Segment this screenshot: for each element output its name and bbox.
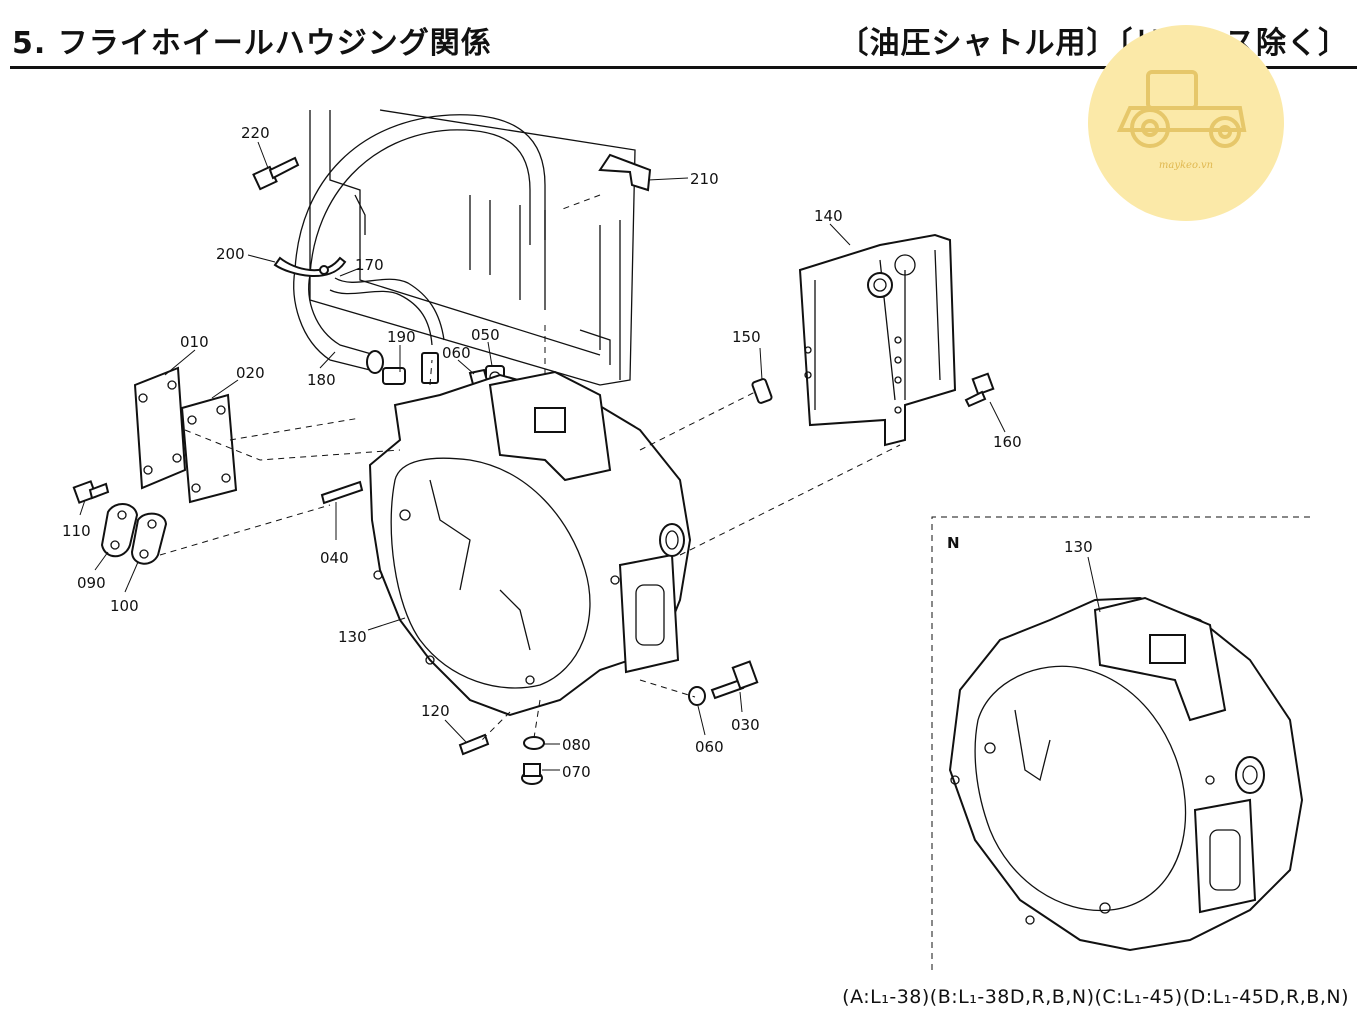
label-020: 020 [236, 364, 265, 382]
label-120: 120 [421, 702, 450, 720]
part-labels: 220 210 200 170 180 190 060 050 010 020 … [62, 124, 1093, 781]
part-060-washer [688, 686, 706, 706]
inset-frame [931, 516, 1315, 970]
label-050: 050 [471, 326, 500, 344]
part-110-bolt [72, 480, 110, 504]
label-090: 090 [77, 574, 106, 592]
part-220-bolt [252, 156, 300, 191]
part-140-bracket [798, 233, 957, 447]
label-110: 110 [62, 522, 91, 540]
inset-housing [948, 596, 1304, 952]
page-qualifier: 〔油圧シャトル用〕〔リバース除く〕 [838, 26, 1349, 61]
part-190-fitting [382, 352, 439, 385]
label-220: 220 [241, 124, 270, 142]
model-codes: (A:L₁-38)(B:L₁-38D,R,B,N)(C:L₁-45)(D:L₁-… [842, 986, 1349, 1008]
label-170: 170 [355, 256, 384, 274]
label-180: 180 [307, 371, 336, 389]
part-200-clamp [273, 256, 347, 277]
watermark-logo: maykeo.vn [1088, 25, 1284, 221]
label-160: 160 [993, 433, 1022, 451]
label-010: 010 [180, 333, 209, 351]
part-030-bolt [710, 660, 759, 700]
oil-pipe [293, 114, 546, 374]
part-010-plate [133, 366, 187, 490]
label-060-top: 060 [442, 344, 471, 362]
part-150-pin [751, 378, 773, 404]
page-title: 5. フライホイールハウジング関係 [12, 26, 492, 61]
label-080: 080 [562, 736, 591, 754]
part-130-housing [368, 370, 692, 717]
part-090-cover [100, 503, 139, 558]
part-070-plug [521, 763, 543, 785]
label-140: 140 [814, 207, 843, 225]
part-080-washer [523, 736, 545, 750]
watermark-text: maykeo.vn [1159, 160, 1213, 171]
label-060-bottom: 060 [695, 738, 724, 756]
part-040-stud [320, 480, 364, 505]
part-160-bolt [964, 372, 995, 408]
label-100: 100 [110, 597, 139, 615]
label-130-inset: 130 [1064, 538, 1093, 556]
label-210: 210 [690, 170, 719, 188]
label-200: 200 [216, 245, 245, 263]
part-100-gasket [130, 512, 168, 565]
label-190: 190 [387, 328, 416, 346]
label-150: 150 [732, 328, 761, 346]
label-070: 070 [562, 763, 591, 781]
part-210-bracket [598, 153, 652, 192]
inset-label: N [947, 534, 960, 552]
part-120-pin [458, 733, 490, 756]
label-130: 130 [338, 628, 367, 646]
label-040: 040 [320, 549, 349, 567]
part-020-gasket [180, 393, 238, 504]
label-030: 030 [731, 716, 760, 734]
title-rule [10, 66, 1357, 69]
leader-lines [79, 141, 1101, 771]
assembly-lines [159, 194, 901, 743]
